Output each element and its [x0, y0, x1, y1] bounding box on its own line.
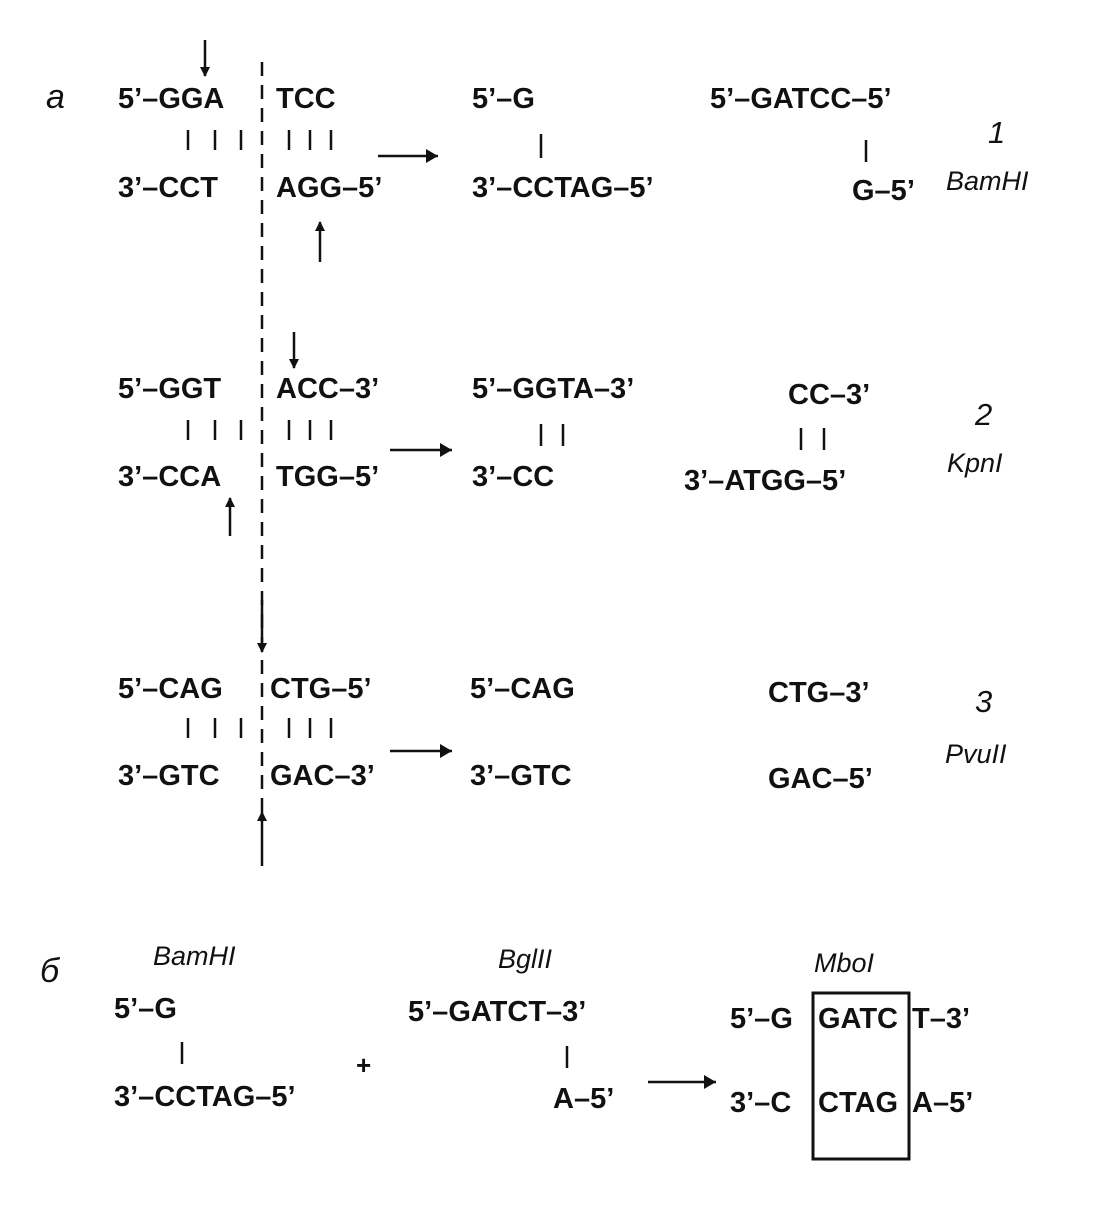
fragment1-top: 5’–CAG: [470, 673, 575, 705]
product-top-right: T–3’: [912, 1003, 970, 1035]
left-fragment-top: 5’–G: [114, 993, 177, 1025]
base-pair-bonds: [186, 130, 333, 150]
site-top-right: CTG–5’: [270, 673, 372, 705]
site-top-right: ACC–3’: [276, 373, 379, 405]
right-enzyme-name: MboI: [814, 948, 875, 978]
site-bottom-right: TGG–5’: [276, 461, 379, 493]
section-a-label: a: [46, 78, 65, 116]
base-pair-bonds: [186, 420, 333, 440]
panel-kpni: 5’–GGT ACC–3’ 3’–CCA TGG–5’ 5’–GGTA–3’ 3…: [118, 332, 1003, 536]
fragment2-top: CC–3’: [788, 379, 870, 411]
middle-enzyme-name: BglII: [498, 944, 553, 974]
enzyme-name: BamHI: [946, 166, 1029, 196]
fragment1-bottom: 3’–CCTAG–5’: [472, 172, 654, 204]
fragment2-bottom: 3’–ATGG–5’: [684, 465, 846, 497]
base-pair-bonds: [186, 718, 333, 738]
fragment1-top: 5’–GGTA–3’: [472, 373, 634, 405]
fragment2-bottom: GAC–5’: [768, 763, 873, 795]
left-fragment-bottom: 3’–CCTAG–5’: [114, 1081, 296, 1113]
site-bottom-left: 3’–CCA: [118, 461, 221, 493]
product-top-box: GATC: [818, 1003, 898, 1035]
panel-bamhi: 5’–GGA TCC 3’–CCT AGG–5’ 5’–G 3’–CCTAG–5…: [118, 40, 1029, 262]
section-b-label: б: [40, 952, 61, 990]
fragment2-top: CTG–3’: [768, 677, 870, 709]
product-bottom-box: CTAG: [818, 1087, 898, 1119]
fragment1-bottom: 3’–GTC: [470, 760, 572, 792]
middle-fragment-top: 5’–GATCT–3’: [408, 996, 586, 1028]
fragment1-bottom: 3’–CC: [472, 461, 554, 493]
site-bottom-right: GAC–3’: [270, 760, 375, 792]
site-bottom-right: AGG–5’: [276, 172, 382, 204]
site-top-left: 5’–GGA: [118, 83, 224, 115]
fragment2-bottom: G–5’: [852, 175, 915, 207]
left-enzyme-name: BamHI: [153, 941, 236, 971]
enzyme-name: PvuII: [945, 739, 1007, 769]
panel-number: 2: [974, 397, 992, 432]
fragment2-bonds: [799, 428, 826, 450]
panel-number: 1: [988, 115, 1005, 150]
plus-sign: +: [356, 1050, 371, 1080]
product-bottom-left: 3’–C: [730, 1087, 791, 1119]
enzyme-name: KpnI: [947, 448, 1003, 478]
site-bottom-left: 3’–GTC: [118, 760, 220, 792]
recognition-site-box: [811, 991, 911, 1161]
panel-number: 3: [975, 684, 992, 719]
site-top-left: 5’–CAG: [118, 673, 223, 705]
site-top-right: TCC: [276, 83, 336, 115]
middle-fragment-bottom: A–5’: [553, 1083, 614, 1115]
ligation-section: BamHI 5’–G 3’–CCTAG–5’ + BglII 5’–GATCT–…: [114, 941, 973, 1161]
site-bottom-left: 3’–CCT: [118, 172, 218, 204]
fragment1-top: 5’–G: [472, 83, 535, 115]
site-top-left: 5’–GGT: [118, 373, 221, 405]
product-top-left: 5’–G: [730, 1003, 793, 1035]
product-bottom-right: A–5’: [912, 1087, 973, 1119]
panel-pvuii: 5’–CAG CTG–5’ 3’–GTC GAC–3’ 5’–CAG 3’–GT…: [118, 600, 1007, 866]
fragment1-bonds: [539, 424, 565, 446]
fragment2-top: 5’–GATCC–5’: [710, 83, 892, 115]
